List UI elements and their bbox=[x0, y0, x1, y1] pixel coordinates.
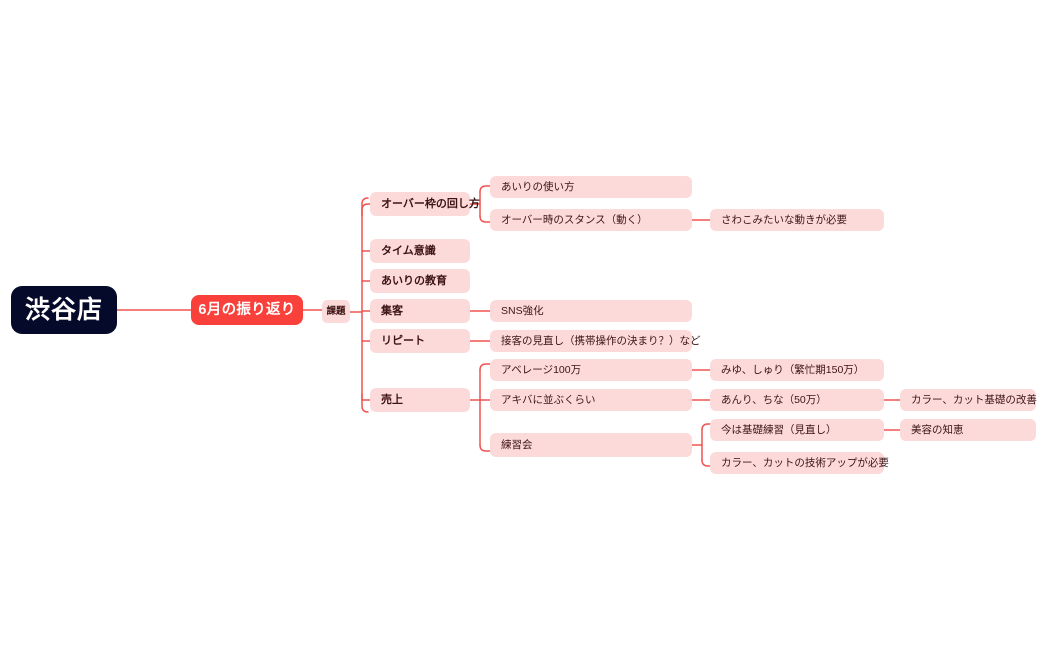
leaf-node-sawakomi[interactable]: さわこみたいな動きが必要 bbox=[710, 209, 884, 231]
leaf-node-label: オーバー時のスタンス（動く） bbox=[501, 213, 648, 226]
tag-node-label: 課題 bbox=[326, 305, 346, 317]
leaf-node-label: 練習会 bbox=[501, 438, 533, 451]
topic-node-airi-kyoiku[interactable]: あいりの教育 bbox=[370, 269, 470, 293]
topic-node-label: 売上 bbox=[381, 393, 403, 406]
leaf-node-color-cut-kiso-kaizen[interactable]: カラー、カット基礎の改善 bbox=[900, 389, 1037, 411]
topic-node-over-waku[interactable]: オーバー枠の回し方 bbox=[370, 192, 480, 216]
topic-node-label: タイム意識 bbox=[381, 244, 436, 257]
topic-node-label: あいりの教育 bbox=[381, 274, 447, 287]
topic-node-label: オーバー枠の回し方 bbox=[381, 197, 480, 210]
leaf-node-akiba[interactable]: アキバに並ぶくらい bbox=[490, 389, 692, 411]
leaf-node-anri-china[interactable]: あんり、ちな（50万） bbox=[710, 389, 884, 411]
root-node-label: 渋谷店 bbox=[24, 295, 103, 324]
root-node[interactable]: 渋谷店 bbox=[11, 286, 117, 334]
leaf-node-label: あんり、ちな（50万） bbox=[721, 393, 827, 406]
leaf-node-renshukai[interactable]: 練習会 bbox=[490, 433, 692, 457]
leaf-node-sekkyaku-minaoshi[interactable]: 接客の見直し（携帯操作の決まり？）など bbox=[490, 330, 701, 352]
leaf-node-label: アベレージ100万 bbox=[501, 363, 582, 376]
topic-node-uriage[interactable]: 売上 bbox=[370, 388, 470, 412]
topic-node-label: 集客 bbox=[381, 304, 403, 317]
leaf-node-label: カラー、カットの技術アップが必要 bbox=[721, 456, 889, 469]
tag-node-kadai[interactable]: 課題 bbox=[322, 300, 350, 323]
leaf-node-label: カラー、カット基礎の改善 bbox=[911, 393, 1037, 406]
leaf-node-label: さわこみたいな動きが必要 bbox=[721, 213, 847, 226]
topic-node-shukyaku[interactable]: 集客 bbox=[370, 299, 470, 323]
leaf-node-kiso-renshu[interactable]: 今は基礎練習（見直し） bbox=[710, 419, 884, 441]
primary-node-label: 6月の振り返り bbox=[198, 301, 296, 318]
leaf-node-over-stance[interactable]: オーバー時のスタンス（動く） bbox=[490, 209, 692, 231]
leaf-node-airi-tsukaikata[interactable]: あいりの使い方 bbox=[490, 176, 692, 198]
leaf-node-label: アキバに並ぶくらい bbox=[501, 393, 596, 406]
leaf-node-miyu-shuri[interactable]: みゆ、しゅり（繁忙期150万） bbox=[710, 359, 884, 381]
topic-node-repeat[interactable]: リピート bbox=[370, 329, 470, 353]
leaf-node-biyou-no-chie[interactable]: 美容の知恵 bbox=[900, 419, 1036, 441]
leaf-node-label: 今は基礎練習（見直し） bbox=[721, 423, 837, 436]
leaf-node-average-100man[interactable]: アベレージ100万 bbox=[490, 359, 692, 381]
leaf-node-sns-kyoka[interactable]: SNS強化 bbox=[490, 300, 692, 322]
leaf-node-label: 美容の知恵 bbox=[911, 423, 964, 436]
leaf-node-label: みゆ、しゅり（繁忙期150万） bbox=[721, 363, 865, 376]
leaf-node-label: あいりの使い方 bbox=[501, 180, 575, 193]
leaf-node-label: SNS強化 bbox=[501, 304, 544, 317]
topic-node-label: リピート bbox=[381, 334, 425, 347]
primary-node-june-review[interactable]: 6月の振り返り bbox=[191, 295, 303, 325]
leaf-node-label: 接客の見直し（携帯操作の決まり？）など bbox=[501, 334, 701, 347]
leaf-node-color-cut-gijutsu[interactable]: カラー、カットの技術アップが必要 bbox=[710, 452, 889, 474]
topic-node-time-ishiki[interactable]: タイム意識 bbox=[370, 239, 470, 263]
